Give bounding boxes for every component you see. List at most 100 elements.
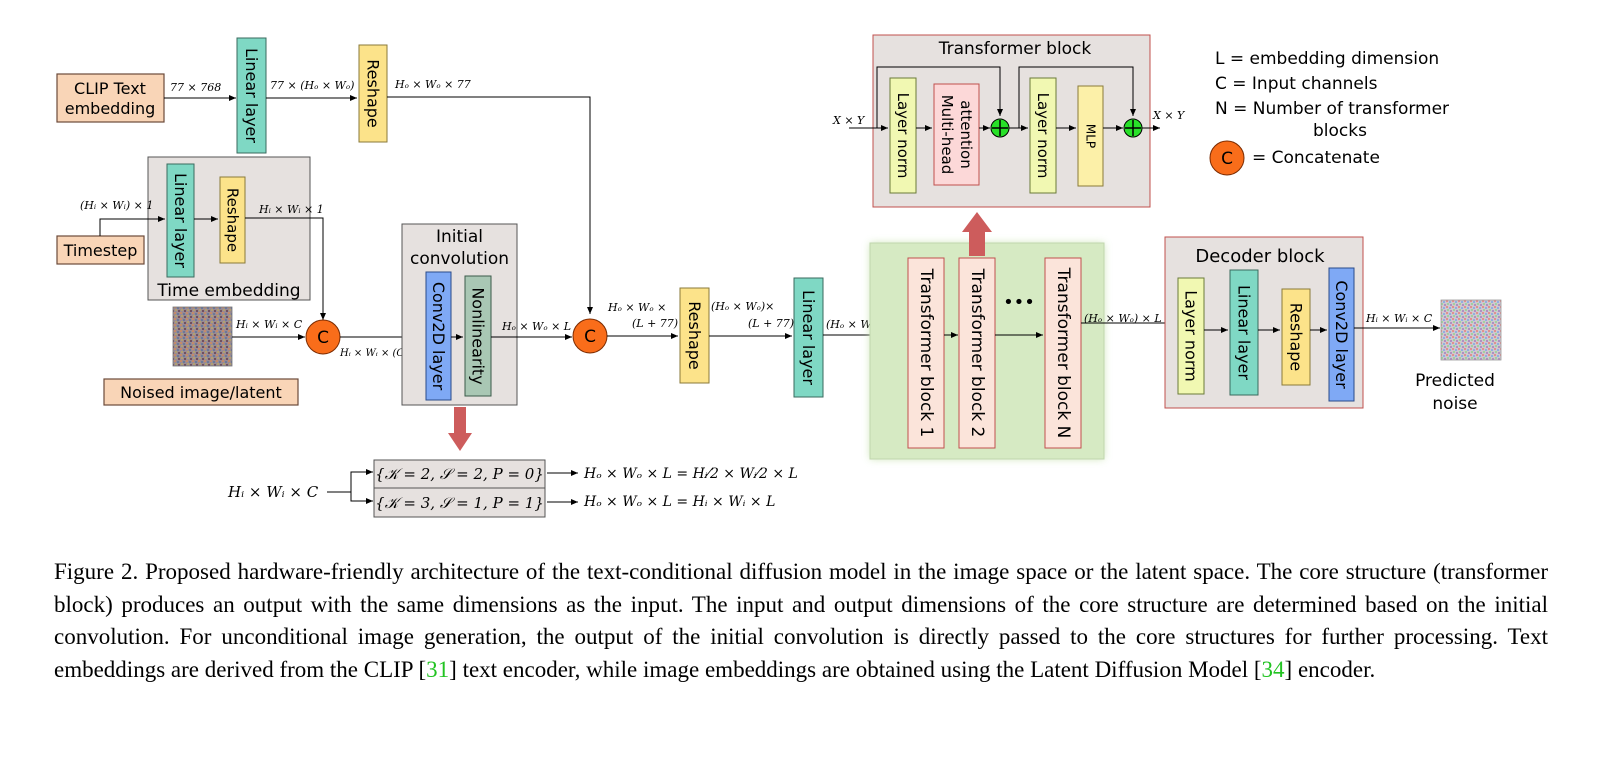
mlp-block: MLP (1077, 85, 1104, 187)
decoder-layer-norm: Layer norm (1177, 277, 1205, 395)
nonlinearity-label: Nonlinearity (469, 287, 488, 384)
transformer-block-title: Transformer block (938, 39, 1092, 59)
time-out-label: Hᵢ × Wᵢ × 1 (258, 203, 324, 216)
figure-caption: Figure 2. Proposed hardware-friendly arc… (54, 556, 1548, 686)
clip-to-concat-arrow (387, 96, 593, 314)
concat2-out-label-1: Hₒ × Wₒ × (607, 301, 666, 314)
conv2d-label: Conv2D layer (429, 282, 448, 391)
predicted-label-line2: noise (1432, 394, 1477, 414)
reshape-out-label-1: (Hₒ × Wₒ)× (711, 300, 774, 313)
timestep-to-linear-arrow (99, 216, 165, 236)
noised-image-box: Noised image/latent (103, 378, 299, 406)
conv-option-1: {𝒦 = 2, 𝒮 = 2, P = 0} (373, 459, 546, 489)
residual-1-arrow (876, 66, 1003, 128)
tb-out-label: (Hₒ × Wₒ) × L (1084, 312, 1162, 325)
concat2-out-label-2: (L + 77) (632, 317, 678, 330)
legend-n-line1: N = Number of transformer (1215, 99, 1449, 119)
legend-concat: = Concatenate (1252, 148, 1380, 168)
timestep-label: Timestep (63, 241, 138, 260)
decoder-title: Decoder block (1195, 246, 1325, 267)
initial-conv-label-line2: convolution (410, 249, 509, 269)
legend: L = embedding dimension C = Input channe… (1209, 49, 1449, 176)
conv-out-label: Hₒ × Wₒ × L (501, 320, 571, 333)
clip-dim-label: 77 × 768 (170, 81, 221, 94)
main-linear-layer: Linear layer (793, 277, 824, 398)
legend-concat-icon (1209, 140, 1245, 176)
mha-label-line1: Multi-head (938, 95, 956, 175)
layer-norm-1-label: Layer norm (894, 93, 912, 179)
nonlinearity: Nonlinearity (464, 275, 492, 397)
time-embedding-label: Time embedding (156, 281, 300, 301)
clip-text-embedding-box: CLIP Text embedding (56, 73, 165, 123)
time-linear-label: Linear layer (171, 173, 190, 268)
time-reshape-label: Reshape (224, 188, 242, 252)
ellipsis-dots: ••• (1003, 292, 1035, 313)
conv-options-branch-up (350, 469, 373, 492)
layer-norm-2: Layer norm (1029, 77, 1057, 194)
tb2-label: Transformer block 2 (967, 268, 987, 438)
layer-norm-2-label: Layer norm (1034, 93, 1052, 179)
conv-option-2-text: {𝒦 = 3, 𝒮 = 1, P = 1} (375, 494, 544, 512)
layer-norm-1: Layer norm (889, 77, 917, 194)
tb1-label: Transformer block 1 (916, 268, 936, 438)
clip-label-line1: CLIP Text (74, 79, 146, 98)
caption-text-3: ] encoder. (1284, 656, 1376, 682)
transformer-block-n: Transformer block N (1044, 257, 1082, 449)
dec-out-label: Hᵢ × Wᵢ × C (1365, 312, 1433, 325)
concat-1-symbol: C (317, 328, 329, 348)
residual-add-1 (990, 118, 1010, 138)
conv2d-layer: Conv2D layer (425, 271, 452, 401)
conv-options-input: Hᵢ × Wᵢ × C (227, 483, 319, 501)
predicted-noise-image (1440, 299, 1502, 361)
noised-image (172, 306, 233, 367)
caption-ref-31[interactable]: 31 (426, 656, 450, 682)
predicted-label-line1: Predicted (1415, 371, 1495, 391)
concat-2: C (572, 318, 608, 354)
timestep-box: Timestep (56, 235, 145, 265)
residual-add-2 (1123, 118, 1143, 138)
noised-image-label: Noised image/latent (120, 383, 282, 402)
concat1-out-label: Hᵢ × Wᵢ × (C + 1) (339, 348, 429, 359)
transformer-block-detail-panel: Transformer block (872, 34, 1151, 208)
clip-linear-layer: Linear layer (236, 37, 267, 154)
legend-c: C = Input channels (1215, 74, 1378, 94)
time-linear-layer: Linear layer (166, 163, 195, 278)
caption-text-2: ] text encoder, while image embeddings a… (449, 656, 1262, 682)
initial-conv-label-line1: Initial (436, 227, 483, 247)
mha-label-line2: attention (957, 100, 975, 168)
decoder-reshape-label: Reshape (1287, 303, 1306, 372)
conv-option-1-result: Hₒ × Wₒ × L = Hᵢ⁄2 × Wᵢ⁄2 × L (583, 466, 798, 482)
main-linear-label: Linear layer (799, 290, 818, 385)
decoder-conv2d-label: Conv2D layer (1332, 280, 1351, 389)
decoder-conv2d: Conv2D layer (1328, 267, 1355, 402)
transformer-detail-red-arrow (962, 212, 992, 256)
conv-options-red-arrow (448, 407, 472, 451)
caption-text-1: Figure 2. Proposed hardware-friendly arc… (54, 559, 1548, 682)
clip-linear-out-label: 77 × (Hₒ × Wₒ) (270, 79, 354, 92)
conv-option-1-text: {𝒦 = 2, 𝒮 = 2, P = 0} (375, 465, 544, 483)
caption-ref-34[interactable]: 34 (1261, 656, 1285, 682)
concat-1: C (305, 319, 341, 355)
main-reshape-label: Reshape (685, 301, 704, 370)
transformer-block-1: Transformer block 1 (907, 257, 945, 449)
time-reshape: Reshape (219, 176, 246, 264)
multi-head-attention: Multi-head attention (933, 83, 980, 186)
decoder-reshape: Reshape (1281, 288, 1311, 386)
tbn-label: Transformer block N (1053, 267, 1073, 439)
legend-l: L = embedding dimension (1215, 49, 1439, 69)
transformer-block-2: Transformer block 2 (958, 257, 996, 449)
tb-detail-out-label: X × Y (1152, 109, 1186, 122)
time-in-label: (Hᵢ × Wᵢ) × 1 (80, 199, 153, 212)
clip-label-line2: embedding (65, 99, 155, 118)
clip-reshape-out-label: Hₒ × Wₒ × 77 (394, 78, 471, 91)
main-reshape: Reshape (679, 287, 710, 384)
decoder-linear-label: Linear layer (1235, 285, 1254, 380)
conv-options-branch-down (350, 492, 373, 504)
decoder-layer-norm-label: Layer norm (1182, 290, 1201, 382)
decoder-linear-layer: Linear layer (1229, 269, 1259, 396)
mlp-label: MLP (1084, 124, 1098, 148)
tb-detail-in-label: X × Y (832, 114, 866, 127)
clip-reshape-label: Reshape (364, 59, 383, 128)
clip-reshape: Reshape (358, 44, 388, 143)
